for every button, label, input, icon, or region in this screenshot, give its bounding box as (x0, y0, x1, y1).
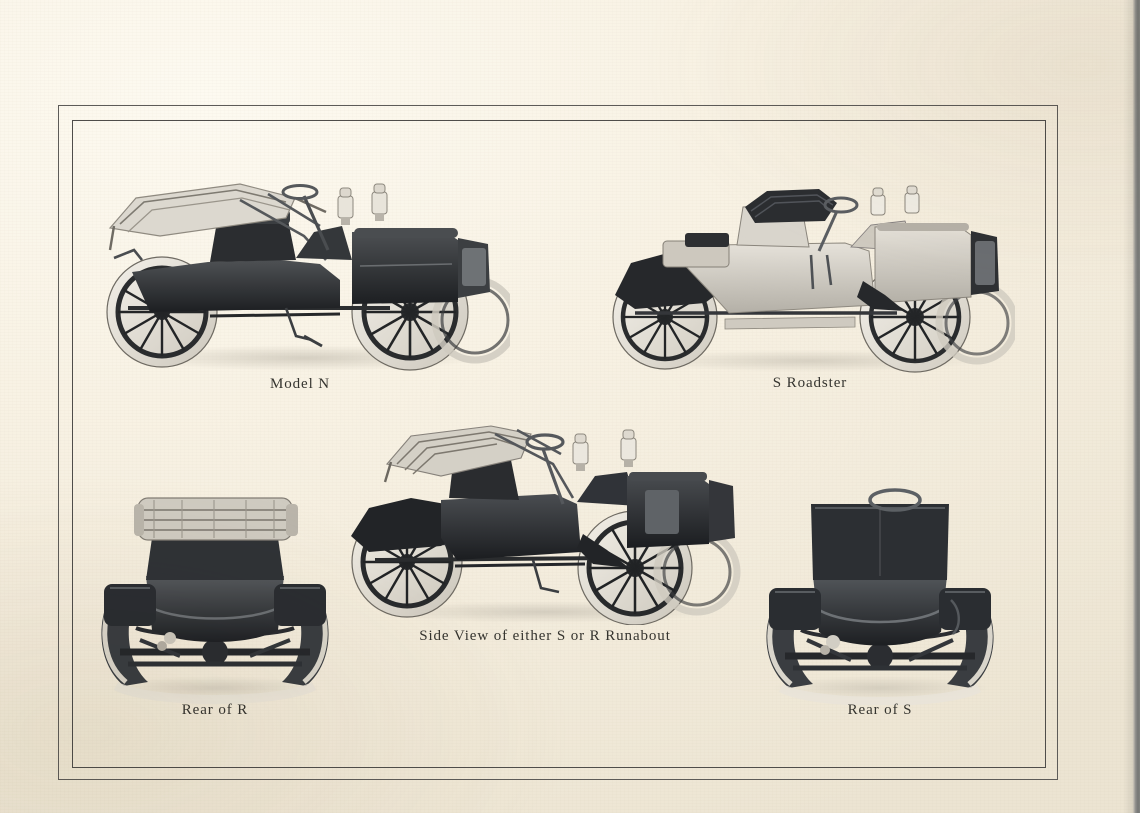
folded-top (383, 425, 532, 483)
lamp (337, 187, 354, 225)
lamp (572, 433, 589, 471)
photo-model-n (90, 140, 510, 375)
figure-model-n: Model N (90, 140, 510, 392)
scan-edge-strip (1133, 0, 1140, 813)
steering-wheel (868, 488, 922, 512)
frame-outer-rule (58, 105, 1058, 780)
caption-s-roadster: S Roadster (772, 375, 848, 391)
lamp (870, 187, 886, 216)
caption-side-view-runabout: Side View of either S or R Runabout (419, 628, 671, 644)
caption-model-n: Model N (269, 376, 331, 392)
caption-rear-of-s: Rear of S (847, 702, 913, 718)
frame-inner-rule (72, 120, 1046, 768)
lamp (620, 429, 637, 467)
photo-s-roadster (605, 185, 1015, 375)
figure-rear-of-s: Rear of S (755, 480, 1005, 718)
caption-rear-of-r: Rear of R (181, 702, 249, 718)
folded-top (134, 497, 298, 541)
scan-edge-gradient (1123, 0, 1133, 813)
photo-rear-of-r (90, 480, 340, 705)
photo-rear-of-s (755, 480, 1005, 705)
photo-side-view-runabout (345, 420, 745, 625)
figure-s-roadster: S Roadster (605, 185, 1015, 391)
lamp (371, 183, 388, 221)
figure-side-view-runabout: Side View of either S or R Runabout (345, 420, 745, 644)
figure-rear-of-r: Rear of R (90, 480, 340, 718)
lamp (904, 185, 920, 214)
